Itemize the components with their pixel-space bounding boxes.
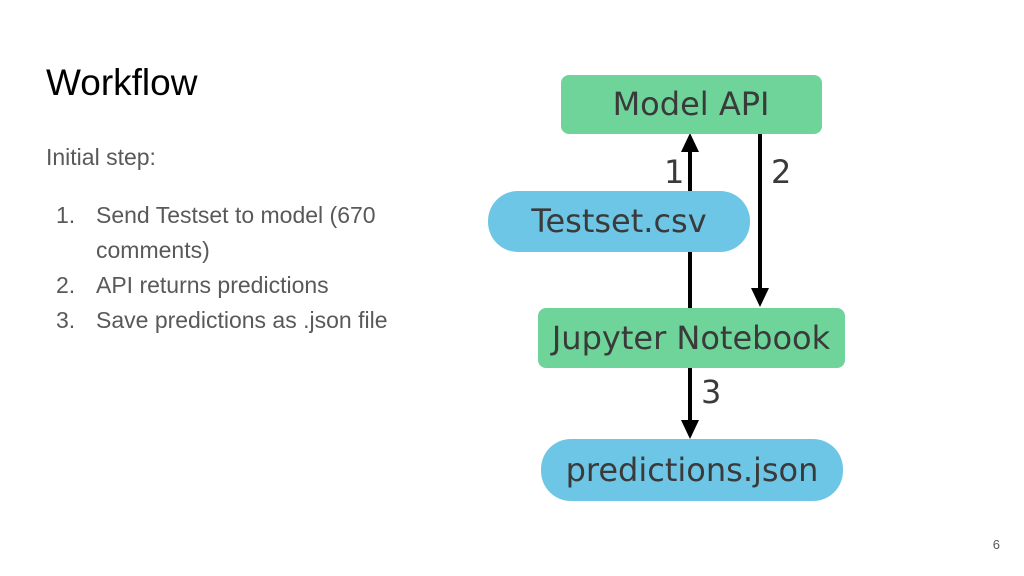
- arrow-2-label: 2: [771, 153, 791, 191]
- model-api-label: Model API: [613, 85, 770, 123]
- jupyter-node: [538, 308, 845, 368]
- arrow-1-label: 1: [664, 153, 684, 191]
- arrow-2-head: [751, 288, 769, 307]
- list-item: 2. API returns predictions: [56, 268, 456, 303]
- list-item-text: Save predictions as .json file: [96, 307, 388, 333]
- list-item-number: 1.: [56, 202, 76, 228]
- list-item: 3. Save predictions as .json file: [56, 303, 456, 338]
- steps-list: 1. Send Testset to model (670 comments) …: [56, 198, 456, 338]
- list-item-number: 2.: [56, 272, 76, 298]
- slide-title: Workflow: [46, 62, 198, 103]
- page-number: 6: [992, 537, 1000, 552]
- arrow-3-head: [681, 420, 699, 439]
- list-item: 1. Send Testset to model (670 comments): [56, 198, 456, 268]
- list-item-text: Send Testset to model (670 comments): [96, 202, 376, 263]
- arrow-3-label: 3: [701, 373, 721, 411]
- predictions-label: predictions.json: [566, 451, 819, 489]
- testset-label: Testset.csv: [530, 202, 706, 240]
- jupyter-label: Jupyter Notebook: [550, 319, 831, 357]
- testset-node: [488, 191, 750, 252]
- list-item-number: 3.: [56, 307, 76, 333]
- model-api-node: [561, 75, 822, 134]
- arrow-1-head: [681, 133, 699, 152]
- predictions-node: [541, 439, 843, 501]
- list-item-text: API returns predictions: [96, 272, 329, 298]
- slide-subtitle: Initial step:: [46, 144, 156, 170]
